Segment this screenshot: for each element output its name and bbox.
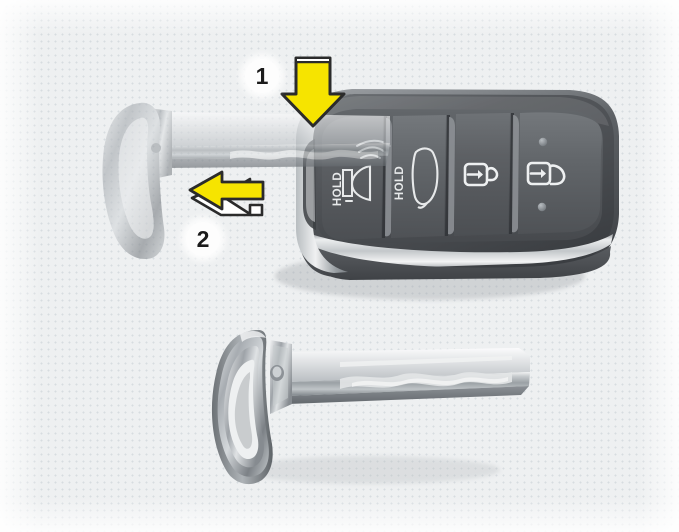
indicator-dot-top xyxy=(538,137,548,147)
unlock-button[interactable] xyxy=(454,113,510,236)
lock-button[interactable] xyxy=(518,112,602,234)
button-divider-3-highlight xyxy=(512,115,519,233)
removed-key-shadow xyxy=(240,456,500,484)
trunk-button[interactable]: HOLD xyxy=(391,115,446,238)
panic-hold-label: HOLD xyxy=(332,172,344,206)
left-arrow xyxy=(188,170,265,217)
mechanical-key-removed xyxy=(211,330,530,485)
indicator-dot-bottom xyxy=(537,202,547,212)
inserted-key-blade xyxy=(163,112,390,147)
inserted-key-rivet xyxy=(151,143,161,153)
callout-badge-1: 1 xyxy=(245,59,279,93)
button-divider-2-highlight xyxy=(448,117,455,235)
trunk-hold-label: HOLD xyxy=(394,166,406,200)
removed-key-rivet xyxy=(272,366,282,378)
callout-badge-2: 2 xyxy=(186,222,220,256)
